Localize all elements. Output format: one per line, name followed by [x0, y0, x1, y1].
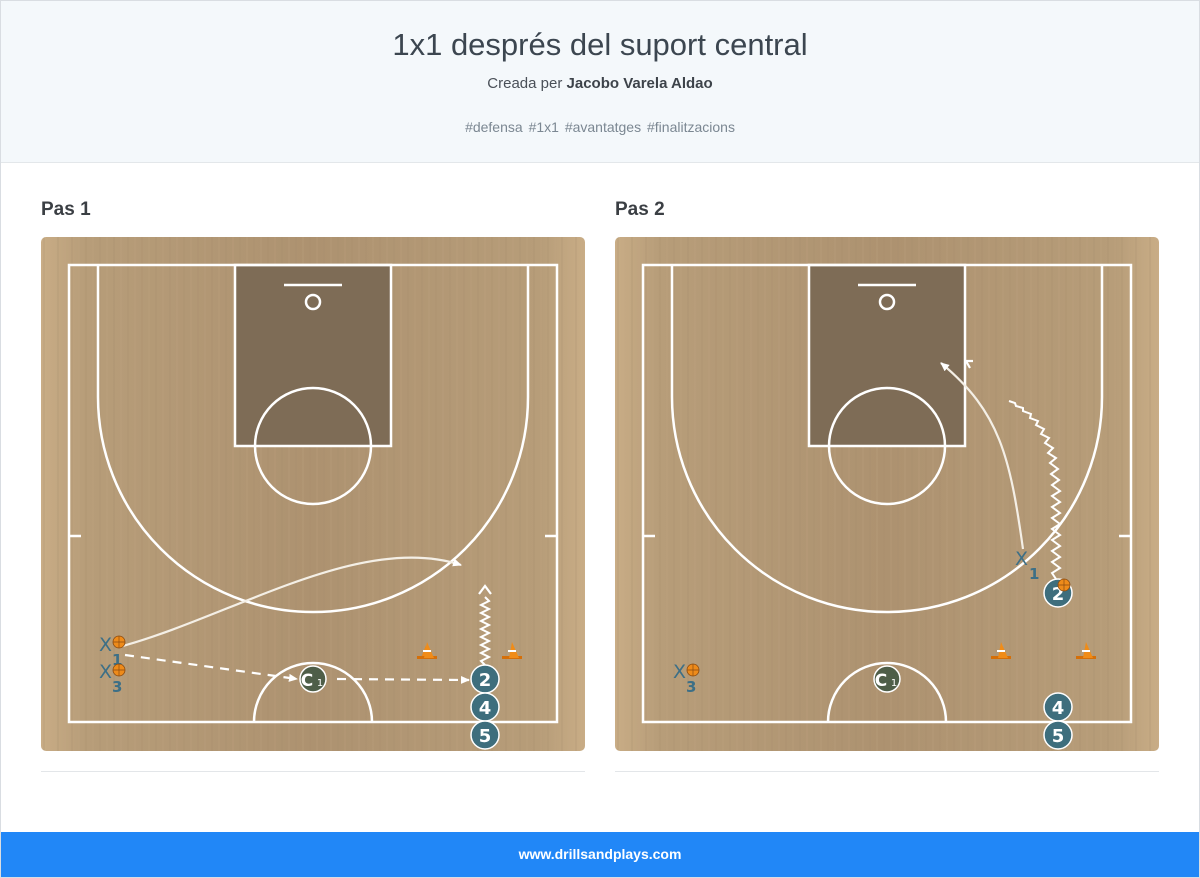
free-throw-circle: [827, 386, 947, 506]
tag-link[interactable]: #finalitzacions: [647, 119, 735, 135]
defender-marker[interactable]: X 1: [1015, 548, 1039, 583]
step-divider: [41, 771, 585, 772]
player-label: 2: [479, 670, 492, 691]
site-footer: www.drillsandplays.com: [1, 832, 1199, 877]
coach-label: C: [301, 671, 313, 691]
author-line: Creada per Jacobo Varela Aldao: [1, 75, 1199, 92]
defender-number: 3: [112, 678, 122, 696]
step-title: Pas 2: [615, 199, 665, 220]
basket-hoop: [304, 293, 322, 311]
coach-number: 1: [891, 678, 897, 689]
page-title: 1x1 després del suport central: [392, 27, 808, 62]
offense-player[interactable]: 4: [1043, 692, 1073, 722]
three-point-line: [96, 396, 530, 614]
page-header: 1x1 després del suport central Creada pe…: [1, 1, 1199, 163]
dribble-line: [478, 596, 492, 666]
defender-label: X: [1015, 548, 1028, 570]
player-label: 4: [479, 698, 492, 719]
author-name[interactable]: Jacobo Varela Aldao: [566, 75, 713, 92]
basket-hoop: [878, 293, 896, 311]
defender-number: 1: [112, 651, 122, 669]
player-label: 4: [1052, 698, 1065, 719]
defender-label: X: [99, 661, 112, 683]
coach-label: C: [875, 671, 887, 691]
center-circle: [252, 661, 374, 723]
cone-icon: [991, 642, 1011, 659]
offense-player[interactable]: 2: [1043, 578, 1073, 608]
tag-link[interactable]: #defensa: [465, 119, 523, 135]
defender-marker[interactable]: X 3: [99, 661, 126, 696]
player-label: 5: [479, 726, 492, 747]
cut-arrow: [940, 362, 1025, 550]
coach-marker[interactable]: C 1: [299, 665, 327, 693]
defender-number: 3: [686, 678, 696, 696]
step-title: Pas 1: [41, 199, 91, 220]
footer-link[interactable]: www.drillsandplays.com: [518, 846, 682, 862]
step-panel-2: Pas 2: [615, 199, 1159, 772]
court-svg: X 1 X 3 C 1 2: [615, 237, 1159, 751]
paint-area: [809, 265, 965, 446]
offense-player[interactable]: 4: [470, 692, 500, 722]
offense-player[interactable]: 2: [470, 664, 500, 694]
defender-number: 1: [1029, 565, 1039, 583]
court-diagram: X 1 X 3 C 1 2: [41, 237, 585, 751]
court-diagram: X 1 X 3 C 1 2: [615, 237, 1159, 751]
step-divider: [615, 771, 1159, 772]
coach-marker[interactable]: C 1: [873, 665, 901, 693]
cone-icon: [502, 642, 522, 659]
tag-link[interactable]: #1x1: [528, 119, 559, 135]
center-circle: [826, 661, 948, 723]
court-svg: X 1 X 3 C 1 2: [41, 237, 585, 751]
defender-marker[interactable]: X 3: [673, 661, 700, 696]
coach-number: 1: [317, 678, 323, 689]
tag-link[interactable]: #avantatges: [564, 119, 642, 135]
pass-arrow: [124, 653, 298, 682]
offense-player[interactable]: 5: [470, 720, 500, 750]
defender-marker[interactable]: X 1: [99, 634, 126, 669]
cone-icon: [417, 642, 437, 659]
defender-label: X: [673, 661, 686, 683]
three-point-line: [670, 396, 1104, 614]
free-throw-circle: [253, 386, 373, 506]
cone-icon: [1076, 642, 1096, 659]
defender-label: X: [99, 634, 112, 656]
author-prefix: Creada per: [487, 75, 563, 92]
pass-arrow: [336, 675, 470, 684]
tag-list: #defensa #1x1 #avantatges #finalitzacion…: [1, 119, 1199, 135]
paint-area: [235, 265, 391, 446]
step-panel-1: Pas 1: [41, 199, 585, 772]
cut-arrow: [118, 556, 462, 649]
offense-player[interactable]: 5: [1043, 720, 1073, 750]
player-label: 5: [1052, 726, 1065, 747]
dribble-line: [1008, 400, 1062, 580]
